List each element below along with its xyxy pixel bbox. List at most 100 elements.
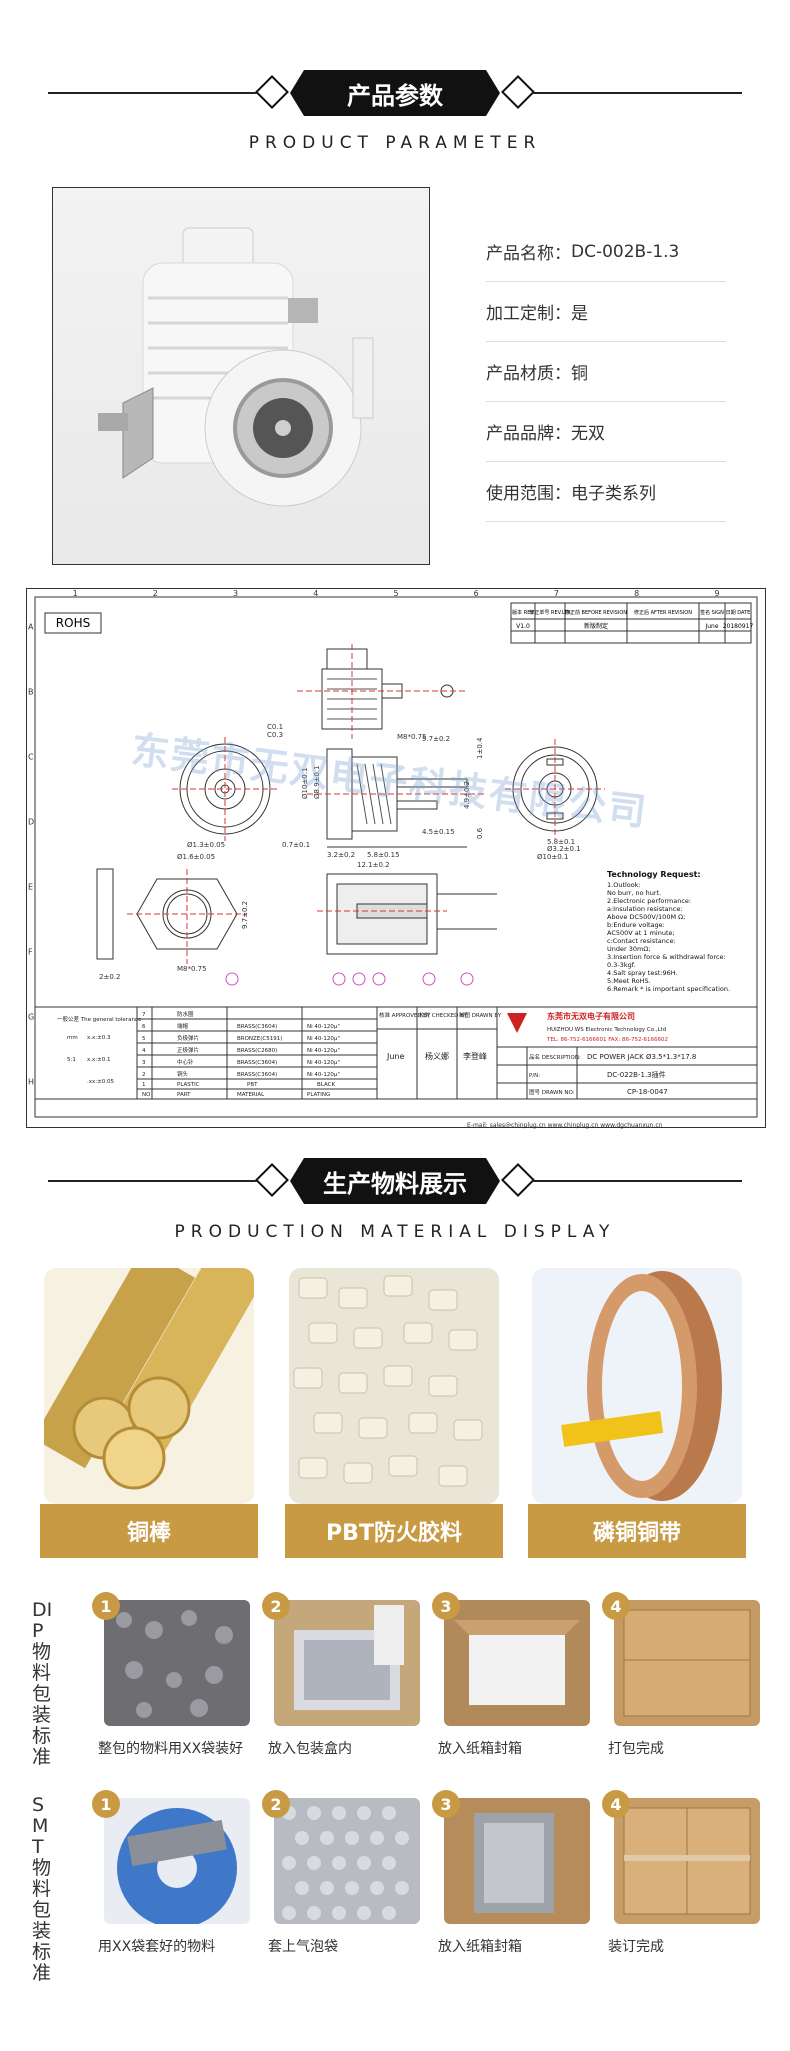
smt-step-image bbox=[614, 1798, 760, 1924]
company-tel: TEL: 86-752-6166601 FAX: 86-752-6166602 bbox=[546, 1037, 668, 1043]
copper-rod-image bbox=[44, 1268, 254, 1504]
svg-text:BRONZE(C5191): BRONZE(C5191) bbox=[237, 1036, 282, 1042]
svg-text:4.5±0.15: 4.5±0.15 bbox=[422, 828, 455, 836]
diamond-ornament-right bbox=[501, 75, 535, 109]
svg-text:7: 7 bbox=[142, 1012, 146, 1018]
grid-col-label: 6 bbox=[474, 589, 479, 598]
svg-text:2: 2 bbox=[142, 1072, 146, 1078]
param-row: 产品品牌：无双 bbox=[486, 402, 726, 462]
sign-header: 校对 CHECKED BY bbox=[419, 1011, 468, 1019]
svg-text:12.1±0.2: 12.1±0.2 bbox=[357, 861, 390, 869]
svg-text:5.7±0.2: 5.7±0.2 bbox=[422, 735, 450, 743]
svg-text:AC500V at 1 minute;: AC500V at 1 minute; bbox=[607, 929, 675, 937]
technology-request: Technology Request: 1.Outlook: No burr, … bbox=[607, 870, 730, 993]
drawing-number: CP-18-0047 bbox=[627, 1088, 668, 1096]
part-number: DC-022B-1.3插件 bbox=[607, 1070, 666, 1079]
param-label: 产品品牌： bbox=[486, 424, 571, 444]
dip-step: 3 放入纸箱封箱 bbox=[432, 1592, 592, 1758]
section-header-material: 生产物料展示 bbox=[0, 1150, 790, 1210]
step-number: 4 bbox=[602, 1592, 630, 1620]
unit-value: mm bbox=[67, 1035, 78, 1041]
grid-col-label: 7 bbox=[554, 589, 559, 598]
dip-step-image bbox=[444, 1600, 590, 1726]
svg-text:C0.3: C0.3 bbox=[267, 731, 283, 739]
svg-text:Ø10±0.1: Ø10±0.1 bbox=[301, 768, 309, 799]
param-value: 是 bbox=[571, 304, 588, 324]
step-number: 1 bbox=[92, 1790, 120, 1818]
copper-strip-image bbox=[532, 1268, 742, 1504]
step-caption: 用XX袋套好的物料 bbox=[98, 1939, 216, 1955]
sign-value: 杨义娜 bbox=[425, 1051, 449, 1061]
dip-step: 4 打包完成 bbox=[602, 1592, 762, 1758]
svg-text:BRASS(C3604): BRASS(C3604) bbox=[237, 1072, 277, 1078]
step-caption: 整包的物料用XX袋装好 bbox=[98, 1741, 244, 1757]
step-number: 3 bbox=[432, 1790, 460, 1818]
step-number: 2 bbox=[262, 1790, 290, 1818]
svg-text:Ni 40-120μ": Ni 40-120μ" bbox=[307, 1048, 340, 1054]
rev-cell: 20180917 bbox=[723, 623, 754, 630]
param-row: 加工定制：是 bbox=[486, 282, 726, 342]
svg-text:5: 5 bbox=[142, 1036, 146, 1042]
svg-text:9.7±0.2: 9.7±0.2 bbox=[241, 901, 249, 929]
tolerance-value: .xx:±0.05 bbox=[87, 1079, 114, 1085]
divider-right bbox=[532, 1180, 742, 1182]
dip-step-image bbox=[274, 1600, 420, 1726]
material-label: PBT防火胶料 bbox=[285, 1504, 503, 1558]
grid-col-label: 3 bbox=[233, 589, 238, 598]
top-view bbox=[297, 644, 467, 739]
svg-text:6: 6 bbox=[142, 1024, 146, 1030]
svg-text:0.7±0.1: 0.7±0.1 bbox=[282, 841, 310, 849]
svg-text:0.3-3kgf.: 0.3-3kgf. bbox=[607, 961, 636, 969]
svg-text:3.2±0.2: 3.2±0.2 bbox=[327, 851, 355, 859]
section-subtitle: PRODUCT PARAMETER bbox=[248, 133, 542, 153]
dip-step-image bbox=[104, 1600, 250, 1726]
svg-text:P/N:: P/N: bbox=[529, 1073, 540, 1079]
svg-text:PBT: PBT bbox=[247, 1082, 258, 1088]
title-block bbox=[34, 1006, 758, 1100]
svg-text:1±0.4: 1±0.4 bbox=[476, 737, 484, 759]
svg-text:Ø3.2±0.1: Ø3.2±0.1 bbox=[547, 845, 581, 853]
grid-row-label: A bbox=[28, 623, 34, 632]
rev-cell: V1.0 bbox=[516, 623, 530, 630]
svg-text:3.Insertion force & withdrawal: 3.Insertion force & withdrawal force: bbox=[607, 953, 726, 961]
param-row: 产品名称：DC-002B-1.3 bbox=[486, 222, 726, 282]
product-photo bbox=[52, 187, 430, 565]
svg-text:M8*0.75: M8*0.75 bbox=[177, 965, 207, 973]
smt-step-image bbox=[104, 1798, 250, 1924]
param-label: 加工定制： bbox=[486, 304, 571, 324]
company-name: 东莞市无双电子有限公司 bbox=[547, 1011, 635, 1021]
tolerance-value: x.x:±0.1 bbox=[87, 1057, 110, 1063]
param-row: 使用范围：电子类系列 bbox=[486, 462, 726, 522]
svg-text:BRASS(C3604): BRASS(C3604) bbox=[237, 1024, 277, 1030]
description-value: DC POWER JACK Ø3.5*1.3*17.8 bbox=[587, 1053, 696, 1061]
svg-text:4.9±0.2: 4.9±0.2 bbox=[463, 781, 471, 809]
dip-step-image bbox=[614, 1600, 760, 1726]
svg-text:Ni 40-120μ": Ni 40-120μ" bbox=[307, 1036, 340, 1042]
rev-cell: June bbox=[704, 623, 718, 630]
svg-text:Ø8.9±0.1: Ø8.9±0.1 bbox=[313, 765, 321, 799]
svg-text:Ni 40-120μ": Ni 40-120μ" bbox=[307, 1060, 340, 1066]
grid-col-label: 4 bbox=[313, 589, 318, 598]
grid-row-label: F bbox=[28, 948, 33, 957]
material-label: 铜棒 bbox=[40, 1504, 258, 1558]
svg-text:Above DC500V/100M Ω;: Above DC500V/100M Ω; bbox=[607, 913, 685, 921]
sign-header: 核准 APPROVED BY bbox=[379, 1011, 431, 1019]
svg-text:PLATING: PLATING bbox=[307, 1092, 330, 1098]
svg-text:BRASS(C3604): BRASS(C3604) bbox=[237, 1060, 277, 1066]
sign-value: 李登峰 bbox=[463, 1051, 487, 1061]
grid-row-label: D bbox=[28, 818, 34, 827]
svg-text:Ni 40-120μ": Ni 40-120μ" bbox=[307, 1024, 340, 1030]
dip-packaging-title: DIP物料包装标准 bbox=[32, 1599, 53, 1768]
grid-row-label: G bbox=[28, 1013, 34, 1022]
step-number: 4 bbox=[602, 1790, 630, 1818]
grid-col-label: 8 bbox=[634, 589, 639, 598]
svg-text:1.Outlook:: 1.Outlook: bbox=[607, 881, 641, 889]
smt-step-image bbox=[444, 1798, 590, 1924]
svg-text:负极弹片: 负极弹片 bbox=[177, 1034, 199, 1042]
param-value: 铜 bbox=[571, 364, 588, 384]
grid-row-label: H bbox=[28, 1078, 34, 1087]
svg-text:端帽: 端帽 bbox=[177, 1022, 189, 1030]
diamond-ornament-left bbox=[255, 75, 289, 109]
param-value: 无双 bbox=[571, 424, 605, 444]
param-label: 产品名称： bbox=[486, 244, 571, 264]
